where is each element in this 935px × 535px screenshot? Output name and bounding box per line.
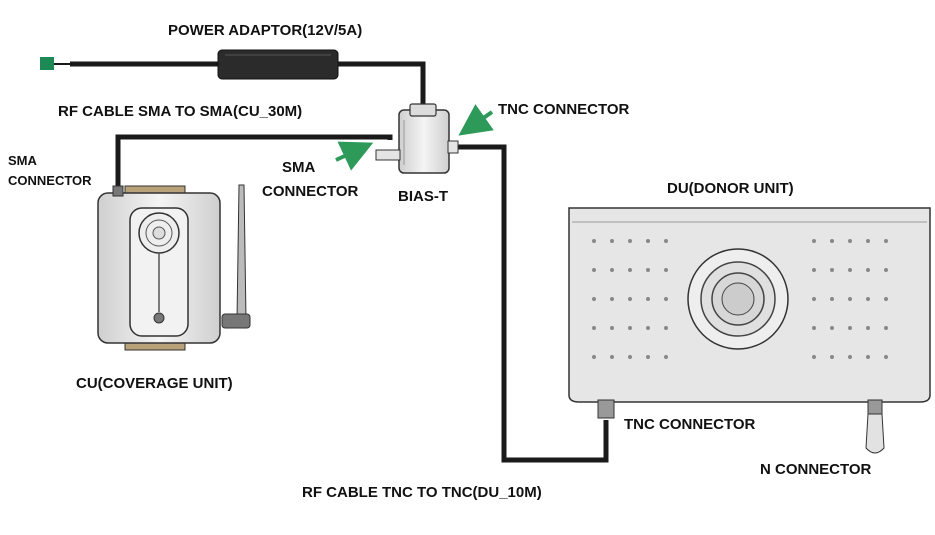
du-label: DU(DONOR UNIT)	[667, 180, 794, 198]
vent-dot	[830, 239, 834, 243]
du-tnc-connector	[598, 400, 614, 418]
tnc-connector-stub	[448, 141, 458, 153]
cu-antenna	[237, 185, 246, 320]
vent-dot	[812, 239, 816, 243]
power-brick	[218, 50, 338, 79]
vent-dot	[646, 268, 650, 272]
vent-dot	[664, 326, 668, 330]
vent-dot	[812, 297, 816, 301]
vent-dot	[848, 239, 852, 243]
power-cable-to-bias-t	[338, 64, 423, 110]
bias-t-label: BIAS-T	[398, 188, 448, 206]
rf-cable-sma-label: RF CABLE SMA TO SMA(CU_30M)	[58, 103, 302, 121]
power-adaptor	[40, 50, 423, 110]
vent-dot	[628, 326, 632, 330]
vent-dot	[610, 355, 614, 359]
vent-dot	[646, 355, 650, 359]
vent-dot	[884, 326, 888, 330]
vent-dot	[592, 326, 596, 330]
vent-dot	[848, 326, 852, 330]
coverage-unit	[98, 185, 250, 350]
vent-dot	[830, 355, 834, 359]
vent-dot	[592, 239, 596, 243]
tnc-connector-top-label: TNC CONNECTOR	[498, 101, 629, 119]
sma-connector-stub	[376, 150, 400, 160]
tnc-connector-bottom-label: TNC CONNECTOR	[624, 416, 755, 434]
sma-connector-mid-label-line1: SMA	[282, 159, 315, 177]
sma-connector-left-label-line2: CONNECTOR	[8, 173, 92, 189]
cu-label: CU(COVERAGE UNIT)	[76, 375, 233, 393]
vent-dot	[866, 355, 870, 359]
vent-dot	[646, 297, 650, 301]
vent-dot	[866, 239, 870, 243]
vent-dot	[628, 239, 632, 243]
vent-dot	[592, 268, 596, 272]
vent-dot	[866, 326, 870, 330]
arrow-tnc-top	[465, 112, 492, 131]
vent-dot	[610, 297, 614, 301]
vent-dot	[830, 268, 834, 272]
rf-cable-tnc-label: RF CABLE TNC TO TNC(DU_10M)	[302, 484, 542, 502]
vent-dot	[830, 326, 834, 330]
vent-dot	[664, 239, 668, 243]
vent-dot	[848, 355, 852, 359]
sma-connector-mid-label-line2: CONNECTOR	[262, 183, 358, 201]
vent-dot	[610, 239, 614, 243]
vent-dot	[884, 268, 888, 272]
vent-dot	[592, 297, 596, 301]
vent-dot	[866, 268, 870, 272]
vent-dot	[628, 355, 632, 359]
vent-dot	[610, 326, 614, 330]
arrow-sma-mid	[336, 146, 366, 160]
vent-dot	[884, 239, 888, 243]
vent-dot	[664, 355, 668, 359]
vent-dot	[812, 326, 816, 330]
power-plug-icon	[40, 57, 54, 70]
vent-dot	[592, 355, 596, 359]
sma-connector-left-label-line1: SMA	[8, 153, 37, 169]
vent-dot	[830, 297, 834, 301]
vent-dot	[866, 297, 870, 301]
vent-dot	[884, 355, 888, 359]
vent-dot	[646, 239, 650, 243]
vent-dot	[848, 268, 852, 272]
vent-dot	[812, 268, 816, 272]
vent-dot	[646, 326, 650, 330]
du-n-connector	[868, 400, 882, 414]
vent-dot	[848, 297, 852, 301]
vent-dot	[664, 297, 668, 301]
vent-dot	[812, 355, 816, 359]
n-connector-label: N CONNECTOR	[760, 461, 871, 479]
vent-dot	[664, 268, 668, 272]
vent-dot	[610, 268, 614, 272]
vent-dot	[884, 297, 888, 301]
vent-dot	[628, 297, 632, 301]
power-adaptor-label: POWER ADAPTOR(12V/5A)	[168, 22, 362, 40]
vent-dot	[628, 268, 632, 272]
